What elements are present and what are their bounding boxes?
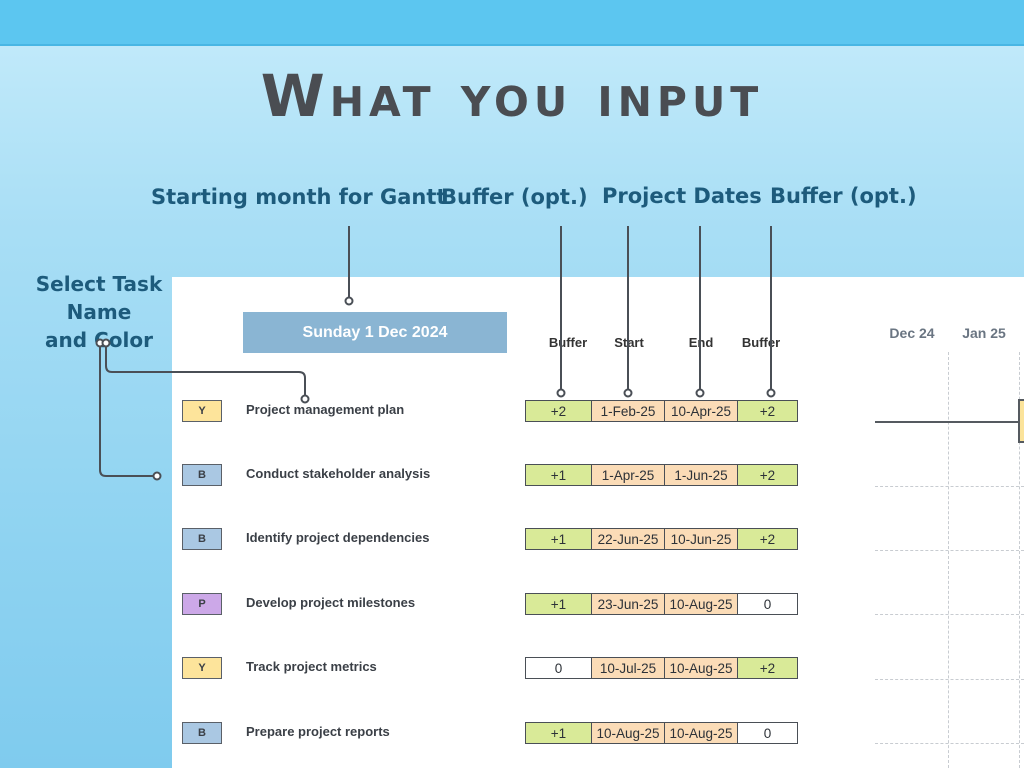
task-row: B Identify project dependencies +1 22-Ju… [172,528,872,552]
task-row: P Develop project milestones +1 23-Jun-2… [172,593,872,617]
task-row: Y Track project metrics 0 10-Jul-25 10-A… [172,657,872,681]
end-date-cell[interactable]: 10-Aug-25 [664,593,738,615]
buffer-before-cell[interactable]: +1 [525,593,592,615]
callout-task-name-color: Select Task Name and Color [4,270,194,354]
start-date-cell[interactable]: 1-Apr-25 [591,464,665,486]
buffer-after-cell[interactable]: +2 [737,400,798,422]
task-color-selector[interactable]: B [182,722,222,744]
task-name-cell[interactable]: Identify project dependencies [246,530,430,545]
task-row: Y Project management plan +2 1-Feb-25 10… [172,400,872,424]
gantt-gridline [875,679,1024,680]
gantt-gridline [948,352,949,768]
gantt-gridline [875,614,1024,615]
task-name-cell[interactable]: Prepare project reports [246,724,390,739]
task-color-selector[interactable]: B [182,464,222,486]
task-color-selector[interactable]: Y [182,657,222,679]
buffer-after-cell[interactable]: 0 [737,722,798,744]
task-name-cell[interactable]: Track project metrics [246,659,377,674]
column-header-buffer-after: Buffer [741,335,781,350]
column-header-start: Start [614,335,644,350]
end-date-cell[interactable]: 10-Jun-25 [664,528,738,550]
top-banner [0,0,1024,46]
column-header-end: End [688,335,714,350]
callout-task-line1: Select Task Name [35,272,163,324]
gantt-gridline [1019,352,1020,768]
page-title: What you input [260,62,764,130]
buffer-after-cell[interactable]: +2 [737,464,798,486]
start-date-cell[interactable]: 10-Aug-25 [591,722,665,744]
start-date-cell[interactable]: 10-Jul-25 [591,657,665,679]
task-color-selector[interactable]: Y [182,400,222,422]
gantt-gridline [875,550,1024,551]
gantt-start-date-input[interactable]: Sunday 1 Dec 2024 [243,312,507,353]
column-header-buffer-before: Buffer [548,335,588,350]
end-date-cell[interactable]: 10-Apr-25 [664,400,738,422]
task-row: B Prepare project reports +1 10-Aug-25 1… [172,722,872,746]
callout-starting-month: Starting month for Gantt [151,185,447,209]
gantt-month-header: Dec 24 [889,325,935,341]
task-name-cell[interactable]: Project management plan [246,402,405,417]
callout-task-line2: and Color [45,328,153,352]
gantt-month-header: Jan 25 [962,325,1006,341]
task-color-selector[interactable]: P [182,593,222,615]
task-row: B Conduct stakeholder analysis +1 1-Apr-… [172,464,872,488]
buffer-before-cell[interactable]: +1 [525,464,592,486]
gantt-gridline [875,743,1024,744]
buffer-before-cell[interactable]: 0 [525,657,592,679]
buffer-after-cell[interactable]: 0 [737,593,798,615]
start-date-cell[interactable]: 22-Jun-25 [591,528,665,550]
task-color-selector[interactable]: B [182,528,222,550]
callout-buffer-before: Buffer (opt.) [441,185,588,209]
task-name-cell[interactable]: Develop project milestones [246,595,416,610]
gantt-gridline [875,486,1024,487]
gantt-connector-line [875,421,1020,423]
buffer-before-cell[interactable]: +2 [525,400,592,422]
buffer-after-cell[interactable]: +2 [737,657,798,679]
spreadsheet-area [172,277,1024,768]
buffer-after-cell[interactable]: +2 [737,528,798,550]
task-name-cell[interactable]: Conduct stakeholder analysis [246,466,431,481]
end-date-cell[interactable]: 10-Aug-25 [664,657,738,679]
buffer-before-cell[interactable]: +1 [525,528,592,550]
gantt-bar [1018,399,1024,443]
callout-buffer-after: Buffer (opt.) [770,184,917,208]
start-date-cell[interactable]: 1-Feb-25 [591,400,665,422]
callout-project-dates: Project Dates [602,184,762,208]
end-date-cell[interactable]: 1-Jun-25 [664,464,738,486]
buffer-before-cell[interactable]: +1 [525,722,592,744]
start-date-cell[interactable]: 23-Jun-25 [591,593,665,615]
end-date-cell[interactable]: 10-Aug-25 [664,722,738,744]
